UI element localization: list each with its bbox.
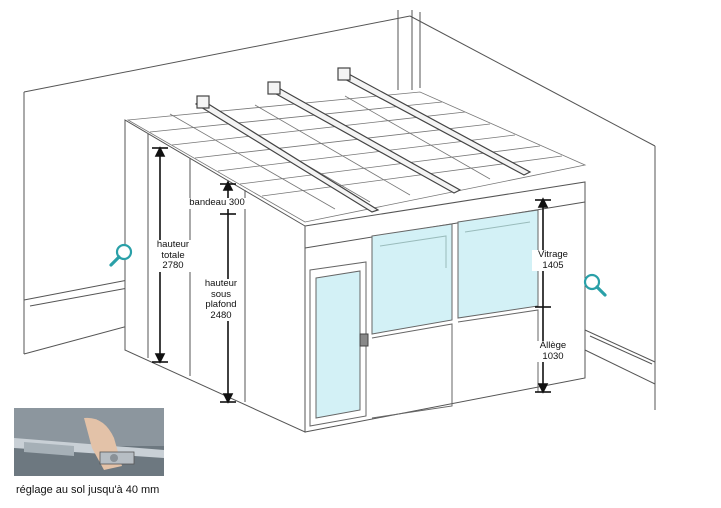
- bandeau-label: bandeau 300: [188, 197, 246, 209]
- hauteur-sous-plafond-label: hauteur sous plafond 2480: [198, 278, 244, 321]
- magnifier-icon[interactable]: [582, 272, 608, 298]
- vitrage-label: Vitrage 1405: [532, 249, 574, 271]
- photo-caption: réglage au sol jusqu'à 40 mm: [16, 484, 160, 496]
- floor-adjustment-photo: [14, 408, 164, 476]
- magnifier-icon[interactable]: [108, 242, 134, 268]
- allege-label: Allège 1030: [532, 340, 574, 362]
- hauteur-totale-label: hauteur totale 2780: [150, 239, 196, 272]
